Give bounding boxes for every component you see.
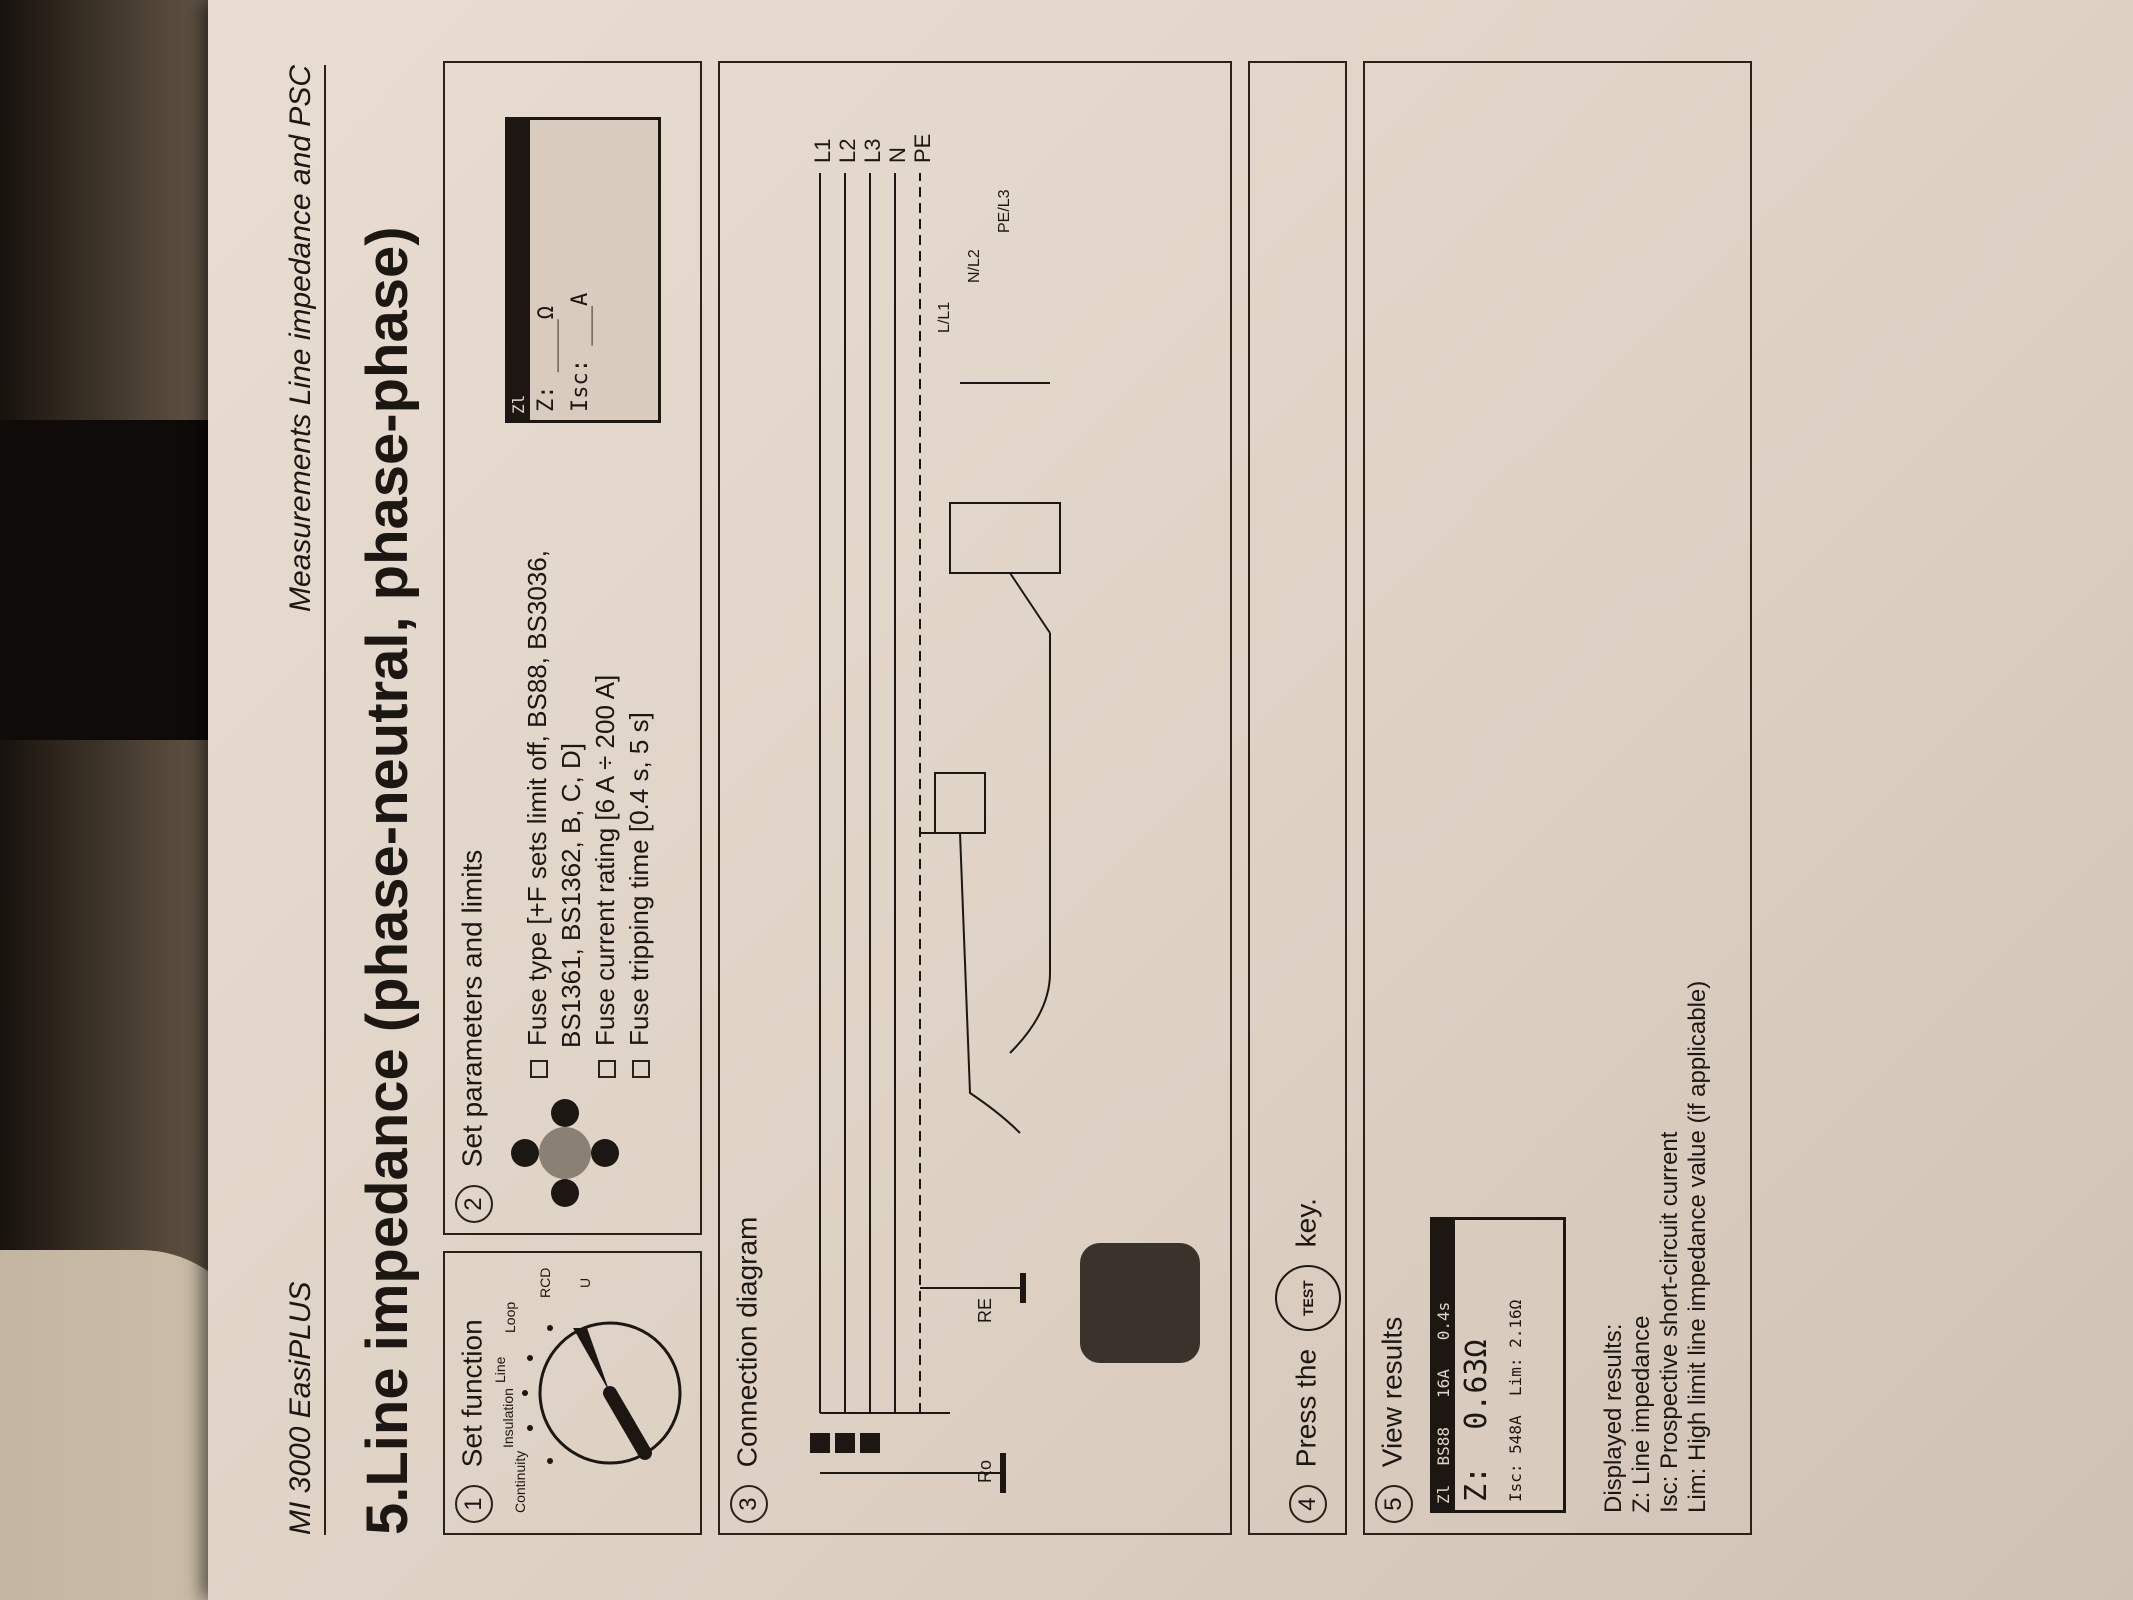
- arrow-keys-icon: [511, 1099, 619, 1207]
- step5-box: 5 View results Zl BS88 16A 0.4s Z: 0.63Ω…: [1363, 61, 1752, 1535]
- step5-label: View results: [1376, 1316, 1408, 1468]
- step4-number: 4: [1289, 1485, 1327, 1523]
- step1-number: 1: [455, 1485, 493, 1523]
- background-dark-object: [0, 420, 240, 740]
- dial-label-loop: Loop: [502, 1301, 518, 1333]
- probe-label-l: L/L1: [936, 301, 953, 333]
- step2-label: Set parameters and limits: [456, 849, 488, 1168]
- dial-label-continuity: Continuity: [512, 1450, 528, 1513]
- test-key-icon: TEST: [1275, 1265, 1341, 1332]
- screen-z: Z: ____Ω: [534, 306, 559, 412]
- result-desc-z: Z: Line impedance: [1628, 1315, 1655, 1513]
- line-label-pe: PE: [910, 133, 935, 163]
- result-isc: Isc: 548A Lim: 2.16Ω: [1506, 1299, 1525, 1502]
- result-bar: Zl BS88 16A 0.4s: [1433, 1220, 1455, 1510]
- checkbox-icon: [598, 1060, 617, 1078]
- step4-box: 4 Press the TEST key.: [1248, 61, 1347, 1535]
- press-text: Press the: [1290, 1348, 1322, 1468]
- page-title: 5.Line impedance (phase-neutral, phase-p…: [355, 226, 420, 1535]
- probe-label-pe: PE/L3: [996, 189, 1013, 233]
- page-header: MI 3000 EasiPLUS Measurements Line imped…: [268, 65, 326, 1535]
- probe-label-n: N/L2: [966, 249, 983, 283]
- key-text: key.: [1290, 1198, 1322, 1248]
- dial-label-rcd: RCD: [537, 1267, 553, 1298]
- result-z: Z: 0.63Ω: [1459, 1339, 1494, 1502]
- rotated-content: MI 3000 EasiPLUS Measurements Line imped…: [248, 35, 2068, 1565]
- option-fuse-type-cont: BS1361, BS1362, B, C, D]: [556, 743, 586, 1048]
- option-fuse-rating: Fuse current rating [6 A ÷ 200 A]: [588, 675, 622, 1078]
- result-desc-isc: Isc: Prospective short-circuit current: [1656, 1131, 1683, 1513]
- dial-label-line: Line: [492, 1356, 508, 1383]
- option-fuse-time: Fuse tripping time [0.4 s, 5 s]: [622, 712, 656, 1078]
- option-fuse-type: Fuse type [+F sets limit off, BS88, BS30…: [520, 550, 554, 1078]
- manual-page: MI 3000 EasiPLUS Measurements Line imped…: [208, 0, 2133, 1600]
- checkbox-icon: [530, 1060, 549, 1078]
- dial-label-u: U: [577, 1277, 593, 1288]
- result-desc-lim: Lim: High limit line impedance value (if…: [1684, 980, 1711, 1513]
- function-dial-icon: [522, 1321, 682, 1465]
- step1-label: Set function: [456, 1319, 488, 1468]
- step2-number: 2: [455, 1185, 493, 1223]
- resistor-label-re: RE: [975, 1297, 995, 1323]
- screen-bar: Zl: [508, 120, 530, 420]
- step3-box: 3 Connection diagram: [718, 61, 1232, 1535]
- dial-label-insulation: Insulation: [500, 1388, 516, 1448]
- step2-box: 2 Set parameters and limits Fuse type [+…: [443, 61, 702, 1235]
- step5-number: 5: [1375, 1485, 1413, 1523]
- checkbox-icon: [632, 1060, 651, 1078]
- header-left: MI 3000 EasiPLUS: [284, 1281, 317, 1535]
- instrument-screen-empty: Zl Z: ____Ω Isc: ___A: [505, 117, 661, 423]
- header-right: Measurements Line impedance and PSC: [284, 65, 317, 612]
- resistor-label-ro: Ro: [975, 1459, 995, 1483]
- step1-box: 1 Set function Continuity Insulation Lin…: [443, 1251, 702, 1535]
- screen-isc: Isc: ___A: [568, 292, 593, 412]
- results-title: Displayed results:: [1600, 1323, 1627, 1513]
- connection-diagram: [810, 173, 1200, 1493]
- instrument-screen-result: Zl BS88 16A 0.4s Z: 0.63Ω Isc: 548A Lim:…: [1430, 1217, 1566, 1513]
